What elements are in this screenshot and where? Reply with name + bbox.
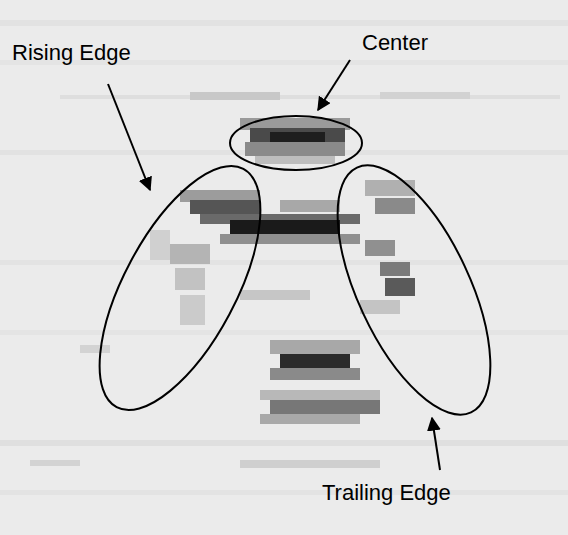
callout-label: Rising Edge <box>12 40 131 65</box>
callout-label: Trailing Edge <box>322 480 451 505</box>
annotation-ellipses <box>67 116 522 436</box>
callout-label: Center <box>362 30 428 55</box>
leader-arrows <box>108 60 440 470</box>
